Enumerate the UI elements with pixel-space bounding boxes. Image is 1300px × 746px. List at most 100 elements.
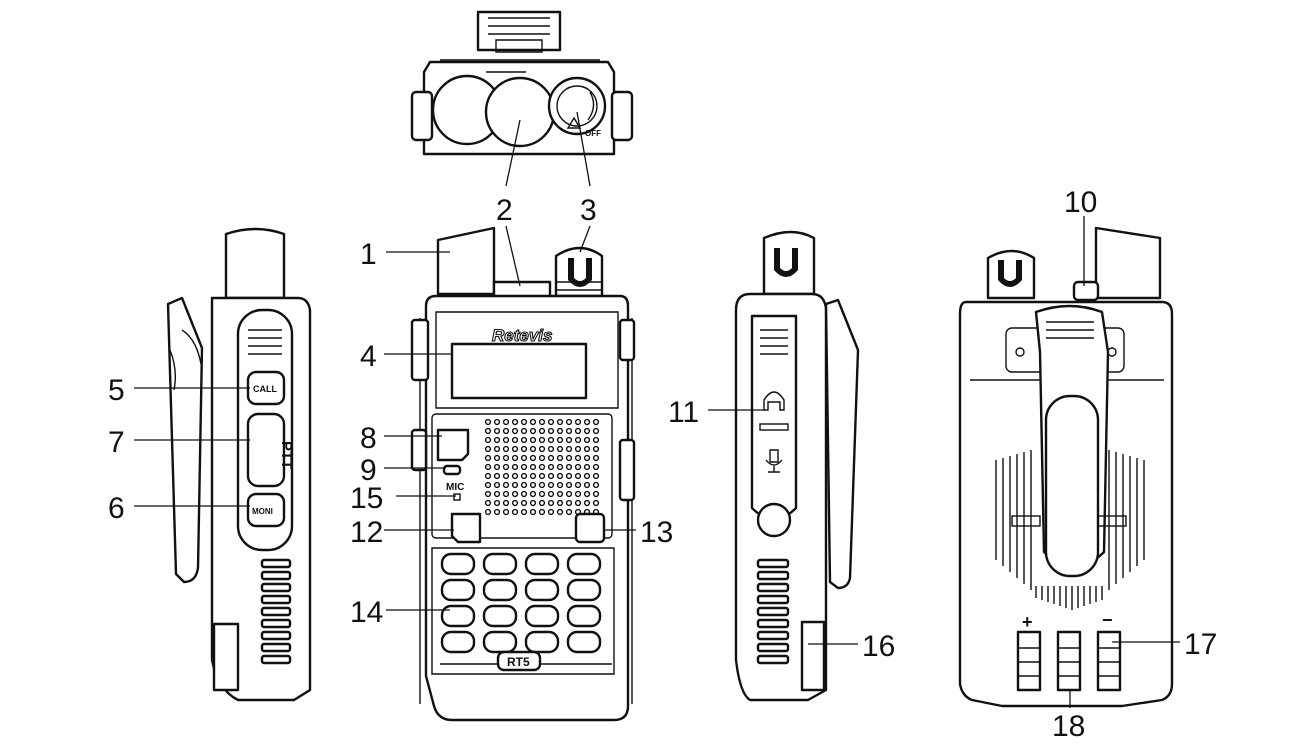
key-8[interactable] bbox=[436, 428, 470, 462]
grip-slot bbox=[260, 642, 292, 653]
left-side-view: CALL PTT MONI bbox=[166, 227, 312, 702]
grille-hole bbox=[574, 436, 582, 444]
callout-10: 10 bbox=[1064, 186, 1097, 219]
grille-hole bbox=[502, 445, 510, 453]
grille-hole bbox=[484, 445, 492, 453]
grip-slot bbox=[260, 582, 292, 593]
contact bbox=[1096, 630, 1122, 692]
grille-hole bbox=[592, 481, 600, 489]
callout-8: 8 bbox=[360, 422, 377, 455]
grille-hole bbox=[574, 454, 582, 462]
antenna bbox=[436, 226, 496, 296]
grip-slot bbox=[756, 618, 790, 629]
keypad-key[interactable] bbox=[482, 604, 518, 628]
key-12[interactable] bbox=[450, 512, 482, 544]
left-antenna bbox=[224, 227, 286, 300]
grille-hole bbox=[502, 481, 510, 489]
battery-ribs bbox=[995, 450, 1145, 610]
grille-hole bbox=[529, 490, 537, 498]
keypad-key[interactable] bbox=[566, 630, 602, 654]
grille-hole bbox=[520, 472, 528, 480]
grille-hole bbox=[511, 499, 519, 507]
keypad-key[interactable] bbox=[440, 578, 476, 602]
grille-hole bbox=[502, 436, 510, 444]
off-label: OFF bbox=[585, 129, 601, 138]
keypad-key[interactable] bbox=[440, 552, 476, 576]
grille-hole bbox=[547, 508, 555, 516]
grille-hole bbox=[511, 472, 519, 480]
call-label: CALL bbox=[253, 384, 277, 394]
lanyard-hole bbox=[1072, 280, 1100, 302]
grille-hole bbox=[565, 418, 573, 426]
grille-hole bbox=[574, 427, 582, 435]
grille-hole bbox=[484, 436, 492, 444]
grille-hole bbox=[502, 472, 510, 480]
grille-hole bbox=[538, 490, 546, 498]
callout-3: 3 bbox=[580, 194, 597, 227]
grille-hole bbox=[529, 481, 537, 489]
callout-11: 11 bbox=[668, 396, 699, 429]
right-side-view bbox=[734, 230, 860, 702]
grip-slot bbox=[260, 630, 292, 641]
keypad-key[interactable] bbox=[524, 578, 560, 602]
leader-lines bbox=[134, 216, 1180, 708]
grille-hole bbox=[529, 418, 537, 426]
grille-hole bbox=[592, 499, 600, 507]
keypad[interactable] bbox=[440, 552, 602, 654]
moni-label: MONI bbox=[252, 507, 273, 516]
keypad-key[interactable] bbox=[524, 552, 560, 576]
grille-hole bbox=[511, 463, 519, 471]
grille-hole bbox=[583, 454, 591, 462]
grille-hole bbox=[547, 454, 555, 462]
keypad-key[interactable] bbox=[566, 604, 602, 628]
grip-slot bbox=[756, 606, 790, 617]
grille-hole bbox=[511, 508, 519, 516]
grille-hole bbox=[592, 490, 600, 498]
grille-hole bbox=[538, 418, 546, 426]
grille-hole bbox=[493, 481, 501, 489]
grille-hole bbox=[502, 499, 510, 507]
keypad-key[interactable] bbox=[524, 630, 560, 654]
grille-hole bbox=[484, 463, 492, 471]
grille-hole bbox=[511, 445, 519, 453]
keypad-key[interactable] bbox=[482, 552, 518, 576]
grille-hole bbox=[556, 445, 564, 453]
keypad-key[interactable] bbox=[440, 604, 476, 628]
ptt-button[interactable] bbox=[246, 412, 286, 488]
keypad-key[interactable] bbox=[440, 630, 476, 654]
right-grip bbox=[756, 558, 790, 665]
grille-hole bbox=[520, 490, 528, 498]
grille-hole bbox=[502, 463, 510, 471]
speaker-grille bbox=[484, 418, 600, 516]
grip-slot bbox=[260, 618, 292, 629]
grip-slot bbox=[756, 582, 790, 593]
grille-hole bbox=[574, 481, 582, 489]
keypad-key[interactable] bbox=[566, 552, 602, 576]
grille-hole bbox=[547, 445, 555, 453]
callout-6: 6 bbox=[108, 492, 125, 525]
front-view: Retevis MIC RT5 bbox=[410, 226, 636, 722]
grille-hole bbox=[538, 508, 546, 516]
grille-hole bbox=[529, 508, 537, 516]
key-13[interactable] bbox=[574, 512, 606, 544]
moni-button[interactable] bbox=[246, 492, 286, 528]
keypad-key[interactable] bbox=[482, 578, 518, 602]
grille-hole bbox=[493, 472, 501, 480]
grille-hole bbox=[547, 427, 555, 435]
grille-hole bbox=[502, 454, 510, 462]
grille-hole bbox=[583, 436, 591, 444]
grille-hole bbox=[547, 418, 555, 426]
grille-hole bbox=[529, 427, 537, 435]
grille-hole bbox=[592, 436, 600, 444]
grille-hole bbox=[565, 427, 573, 435]
grille-hole bbox=[565, 454, 573, 462]
grille-hole bbox=[583, 490, 591, 498]
grille-hole bbox=[484, 454, 492, 462]
grille-hole bbox=[502, 490, 510, 498]
ptt-label: PTT bbox=[278, 441, 295, 469]
keypad-key[interactable] bbox=[524, 604, 560, 628]
grille-hole bbox=[502, 508, 510, 516]
keypad-key[interactable] bbox=[482, 630, 518, 654]
keypad-key[interactable] bbox=[566, 578, 602, 602]
brand-logo: Retevis bbox=[492, 326, 552, 345]
